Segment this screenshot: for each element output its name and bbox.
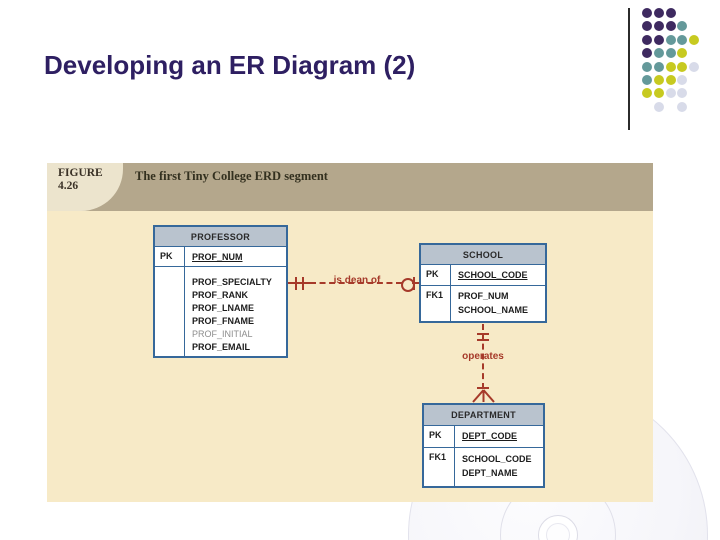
one-and-only-one-bar-icon (477, 339, 489, 341)
page-title: Developing an ER Diagram (2) (44, 50, 416, 80)
entity-school-title: SCHOOL (421, 245, 545, 265)
dashed-line (482, 324, 484, 389)
dot (677, 61, 688, 72)
figure-label-box: FIGURE 4.26 (47, 163, 123, 211)
cd-disc-hole (546, 523, 570, 540)
attribute: SCHOOL_NAME (458, 305, 529, 315)
empty-key-cell (155, 267, 185, 356)
relationship-label: operates (462, 351, 504, 362)
dot (677, 75, 688, 85)
attribute: DEPT_NAME (462, 468, 518, 478)
attribute-list: SCHOOL_CODE DEPT_NAME (455, 448, 543, 486)
dot (677, 101, 688, 112)
fk-tag: FK1 (424, 448, 455, 486)
dot (665, 88, 676, 99)
dot (689, 61, 699, 72)
pk-tag: PK (424, 426, 455, 447)
dot (653, 48, 664, 59)
pk-tag: PK (421, 265, 451, 285)
dot (642, 8, 652, 18)
dot (665, 8, 676, 18)
school-pk-row: PK SCHOOL_CODE (421, 265, 545, 286)
dot (653, 88, 664, 99)
pk-field: PROF_NUM (192, 252, 243, 262)
entity-department-title: DEPARTMENT (424, 405, 543, 426)
entity-professor: PROFESSOR PK PROF_NUM PROF_SPECIALTY PRO… (153, 225, 288, 358)
crow-foot-icon (472, 389, 495, 403)
figure-label-word: FIGURE (58, 167, 103, 179)
attribute: PROF_NUM (458, 291, 509, 301)
dot (642, 75, 652, 85)
dot (653, 101, 664, 112)
department-fk-row: FK1 SCHOOL_CODE DEPT_NAME (424, 448, 543, 486)
figure-label: FIGURE 4.26 (58, 167, 103, 193)
entity-department: DEPARTMENT PK DEPT_CODE FK1 SCHOOL_CODE … (422, 403, 545, 488)
dot (665, 61, 676, 72)
line-segment (412, 282, 419, 284)
pk-field: SCHOOL_CODE (458, 270, 528, 280)
attribute: PROF_LNAME (192, 303, 255, 313)
dot (653, 21, 664, 32)
dot-grid (642, 8, 706, 120)
dot (665, 75, 676, 85)
dot (677, 48, 688, 59)
dot (653, 8, 664, 18)
figure-header: FIGURE 4.26 The first Tiny College ERD s… (47, 163, 653, 211)
vertical-rule (628, 8, 630, 130)
dot (642, 34, 652, 45)
pk-tag: PK (155, 247, 185, 266)
figure-body (47, 211, 653, 502)
department-pk-row: PK DEPT_CODE (424, 426, 543, 448)
dot (665, 34, 676, 45)
one-mandatory-bar-icon (302, 277, 304, 290)
fk-tag: FK1 (421, 286, 451, 321)
dot (665, 21, 676, 32)
figure-panel: FIGURE 4.26 The first Tiny College ERD s… (47, 163, 653, 502)
attribute: PROF_EMAIL (192, 342, 251, 352)
professor-attributes-row: PROF_SPECIALTY PROF_RANK PROF_LNAME PROF… (155, 267, 286, 356)
dashed-line (310, 282, 402, 284)
attribute: PROF_FNAME (192, 316, 255, 326)
dot (665, 48, 676, 59)
dot (689, 34, 699, 45)
dot (642, 88, 652, 99)
attribute-optional: PROF_INITIAL (192, 329, 253, 339)
attribute: PROF_SPECIALTY (192, 277, 272, 287)
dot (677, 34, 688, 45)
dot (653, 34, 664, 45)
professor-pk-row: PK PROF_NUM (155, 247, 286, 267)
attribute: PROF_RANK (192, 290, 249, 300)
dot (642, 61, 652, 72)
crow-foot-bar-icon (477, 387, 489, 389)
dot (677, 21, 688, 32)
school-fk-row: FK1 PROF_NUM SCHOOL_NAME (421, 286, 545, 321)
dot (642, 21, 652, 32)
figure-number: 4.26 (58, 180, 79, 192)
attribute-list: PROF_NUM SCHOOL_NAME (451, 286, 545, 321)
dot (642, 48, 652, 59)
dot (653, 61, 664, 72)
attribute-list: PROF_SPECIALTY PROF_RANK PROF_LNAME PROF… (185, 267, 286, 356)
attribute: SCHOOL_CODE (462, 454, 532, 464)
line-segment (288, 282, 312, 284)
pk-field: DEPT_CODE (462, 431, 518, 441)
dot (677, 88, 688, 99)
dot (653, 75, 664, 85)
entity-school: SCHOOL PK SCHOOL_CODE FK1 PROF_NUM SCHOO… (419, 243, 547, 323)
figure-caption: The first Tiny College ERD segment (135, 169, 328, 183)
entity-professor-title: PROFESSOR (155, 227, 286, 247)
relationship-label: is dean of (333, 275, 381, 286)
one-and-only-one-bar-icon (477, 333, 489, 335)
one-mandatory-bar-icon (295, 277, 297, 290)
